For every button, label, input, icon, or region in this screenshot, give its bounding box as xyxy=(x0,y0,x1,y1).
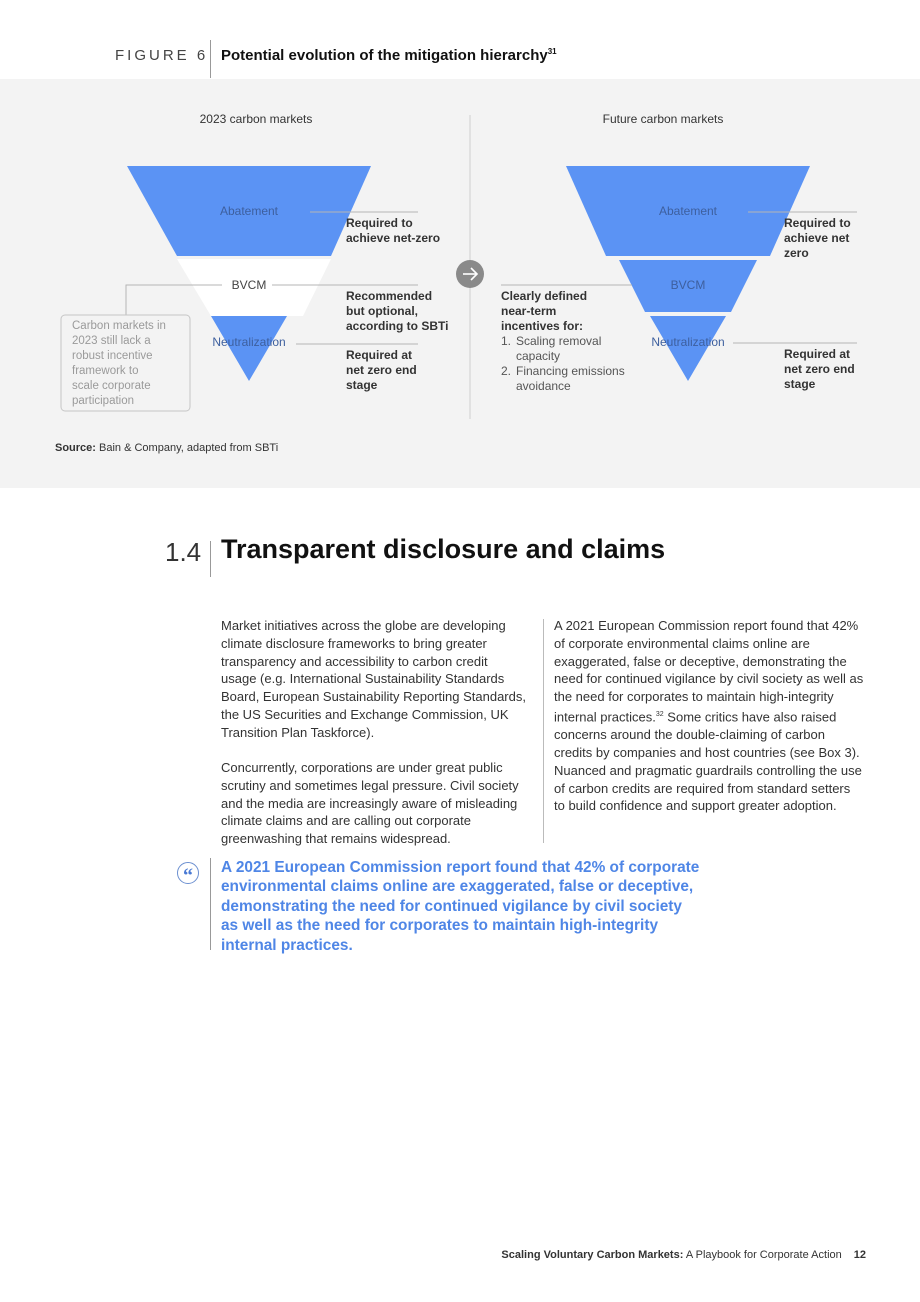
footnote-ref: 32 xyxy=(655,710,664,718)
left-callout-leader xyxy=(125,284,222,315)
section-title: Transparent disclosure and claims xyxy=(221,534,666,564)
body-column-2: A 2021 European Commission report found … xyxy=(554,617,864,815)
column-divider xyxy=(543,619,544,843)
body-paragraph: A 2021 European Commission report found … xyxy=(554,617,864,815)
pull-quote: A 2021 European Commission report found … xyxy=(221,859,700,954)
figure-label: FIGURE 6 xyxy=(115,47,209,64)
quote-icon: “ xyxy=(177,862,199,887)
right-neutralization-tier xyxy=(650,316,726,381)
page-footer: Scaling Voluntary Carbon Markets: A Play… xyxy=(501,1249,866,1261)
figure-panel: 2023 carbon markets Abatement BVCM Neutr… xyxy=(0,79,920,488)
left-bvcm-label: BVCM xyxy=(232,278,267,292)
arrow-right-icon xyxy=(456,260,484,288)
left-abatement-tier xyxy=(127,166,371,256)
left-note-bvcm: Recommended but optional, according to S… xyxy=(346,289,448,333)
right-abatement-label: Abatement xyxy=(659,204,718,218)
right-bvcm-label: BVCM xyxy=(671,278,706,292)
right-note-abatement: Required to achieve net zero xyxy=(784,216,854,260)
left-abatement-label: Abatement xyxy=(220,204,279,218)
left-note-neutralization: Required at net zero end stage xyxy=(346,348,420,392)
body-column-1: Market initiatives across the globe are … xyxy=(221,617,526,848)
section-number: 1.4 xyxy=(165,537,202,567)
body-paragraph: Concurrently, corporations are under gre… xyxy=(221,760,519,847)
source-label: Source: xyxy=(55,442,96,454)
left-callout-box xyxy=(60,314,191,412)
body-paragraph: Market initiatives across the globe are … xyxy=(221,618,526,740)
source-text: Bain & Company, adapted from SBTi xyxy=(95,442,279,454)
left-heading: 2023 carbon markets xyxy=(200,112,313,126)
figure-title-text: Potential evolution of the mitigation hi… xyxy=(221,47,548,64)
right-abatement-tier xyxy=(566,166,810,256)
right-incentives-item-1: 1. Scaling removal capacity xyxy=(501,334,605,363)
footer-publication-title: Scaling Voluntary Carbon Markets: xyxy=(501,1249,684,1261)
right-incentives-title: Clearly defined near-term incentives for… xyxy=(501,289,590,333)
left-note-abatement: Required to achieve net-zero xyxy=(346,216,440,245)
left-neutralization-label: Neutralization xyxy=(212,335,285,349)
right-incentives-item-2: 2. Financing emissions avoidance xyxy=(501,364,628,393)
footer-publication-subtitle: A Playbook for Corporate Action xyxy=(683,1249,842,1261)
quote-divider xyxy=(210,858,211,950)
figure-title-ref: 31 xyxy=(547,47,557,56)
right-heading: Future carbon markets xyxy=(603,112,724,126)
left-callout-text: Carbon markets in 2023 still lack a robu… xyxy=(72,320,169,407)
right-neutralization-label: Neutralization xyxy=(651,335,724,349)
right-note-neutralization: Required at net zero end stage xyxy=(784,347,858,391)
page-number: 12 xyxy=(853,1249,866,1261)
mitigation-hierarchy-diagram: 2023 carbon markets Abatement BVCM Neutr… xyxy=(60,112,858,419)
left-neutralization-tier xyxy=(211,316,287,381)
figure-divider xyxy=(210,40,211,78)
section-divider xyxy=(210,541,211,577)
right-bvcm-tier xyxy=(619,260,757,312)
figure-source: Source: Bain & Company, adapted from SBT… xyxy=(55,442,278,454)
body-text-a: A 2021 European Commission report found … xyxy=(554,618,864,725)
left-bvcm-tier xyxy=(177,259,331,316)
body-text-b: Some critics have also raised concerns a… xyxy=(554,709,862,814)
figure-title: Potential evolution of the mitigation hi… xyxy=(221,47,557,64)
